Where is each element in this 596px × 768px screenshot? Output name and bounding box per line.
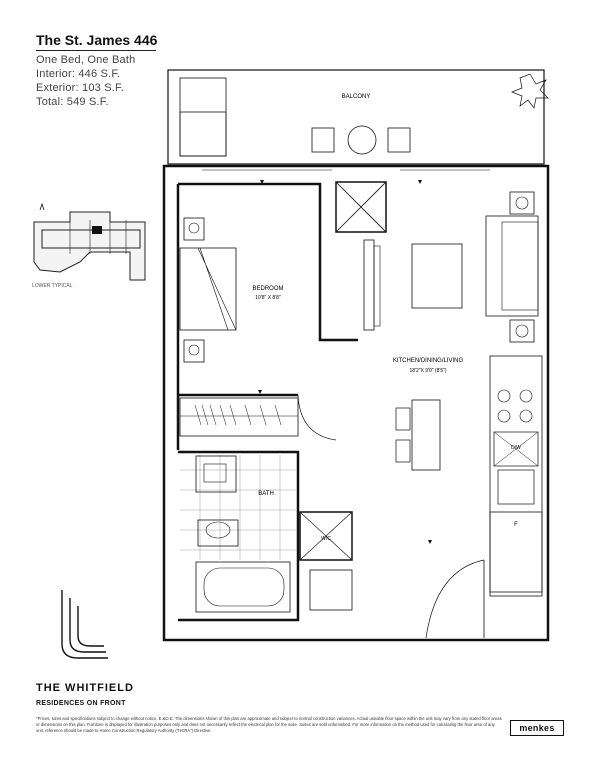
- floor-plan: BALCONY BEDROOM 10'8" X 8'8" KITCHEN/DIN…: [162, 69, 550, 642]
- plant-icon: [511, 73, 549, 109]
- unit-type: One Bed, One Bath: [36, 54, 136, 66]
- dining-chair: [395, 439, 411, 463]
- nightstand: [183, 339, 205, 363]
- fridge-label: F: [514, 522, 518, 528]
- bath-wall: [178, 450, 300, 622]
- key-plan-label: LOWER TYPICAL: [32, 283, 73, 289]
- side-table: [509, 319, 535, 343]
- dishwasher: [493, 431, 539, 467]
- wic-label: WIC: [321, 536, 331, 542]
- side-table: [509, 191, 535, 215]
- dw-label: D/W: [511, 445, 521, 451]
- dining-table: [411, 399, 441, 471]
- coffee-table: [411, 243, 463, 309]
- kitchen-dims: 18'2"X 9'0" (8'5"): [409, 368, 446, 374]
- balcony-label: BALCONY: [342, 94, 371, 100]
- kitchen-counter: [489, 355, 543, 597]
- disclaimer: *Prices, sizes and specifications subjec…: [36, 716, 502, 734]
- tv-unit: [363, 239, 375, 331]
- nightstand: [183, 217, 205, 241]
- bath-sink: [195, 455, 237, 493]
- unit-name: The St. James 446: [36, 32, 158, 48]
- bedroom-dims: 10'8" X 8'8": [255, 295, 281, 301]
- interior-area: Interior: 446 S.F.: [36, 68, 121, 80]
- bath-label: BATH: [258, 491, 274, 497]
- whitfield-logo: [61, 590, 108, 659]
- balcony-outline: [167, 69, 545, 165]
- key-plan: [33, 202, 146, 281]
- title-divider: [36, 50, 156, 51]
- storage: [309, 569, 353, 611]
- kitchen-sink: [497, 469, 535, 505]
- exterior-area: Exterior: 103 S.F.: [36, 82, 124, 94]
- bed: [179, 247, 237, 331]
- closet: [179, 397, 299, 437]
- elevation-markers: [258, 180, 432, 544]
- balcony-sofa: [179, 77, 227, 157]
- wic: [299, 511, 353, 561]
- bathtub: [195, 561, 291, 613]
- total-area: Total: 549 S.F.: [36, 96, 109, 108]
- balcony-table: [347, 125, 377, 155]
- key-plan-unit-marker: [92, 226, 102, 234]
- developer-logo: menkes: [510, 720, 564, 736]
- bedroom-wall: [178, 182, 358, 342]
- bedroom-label: BEDROOM: [252, 286, 283, 292]
- brand-name: THE WHITFIELD: [36, 682, 134, 694]
- north-arrow-icon: [39, 202, 45, 211]
- fridge: [489, 511, 543, 593]
- brand-subtitle: RESIDENCES ON FRONT: [36, 700, 126, 707]
- balcony-chair: [311, 127, 335, 153]
- cooktop-burner: [497, 389, 511, 403]
- mechanical-shaft: [335, 181, 387, 233]
- living-sofa: [485, 215, 539, 317]
- kitchen-label: KITCHEN/DINING/LIVING: [393, 358, 464, 364]
- dining-chair: [395, 407, 411, 431]
- bedroom-door: [297, 394, 337, 441]
- balcony-chair: [387, 127, 411, 153]
- toilet: [197, 519, 239, 547]
